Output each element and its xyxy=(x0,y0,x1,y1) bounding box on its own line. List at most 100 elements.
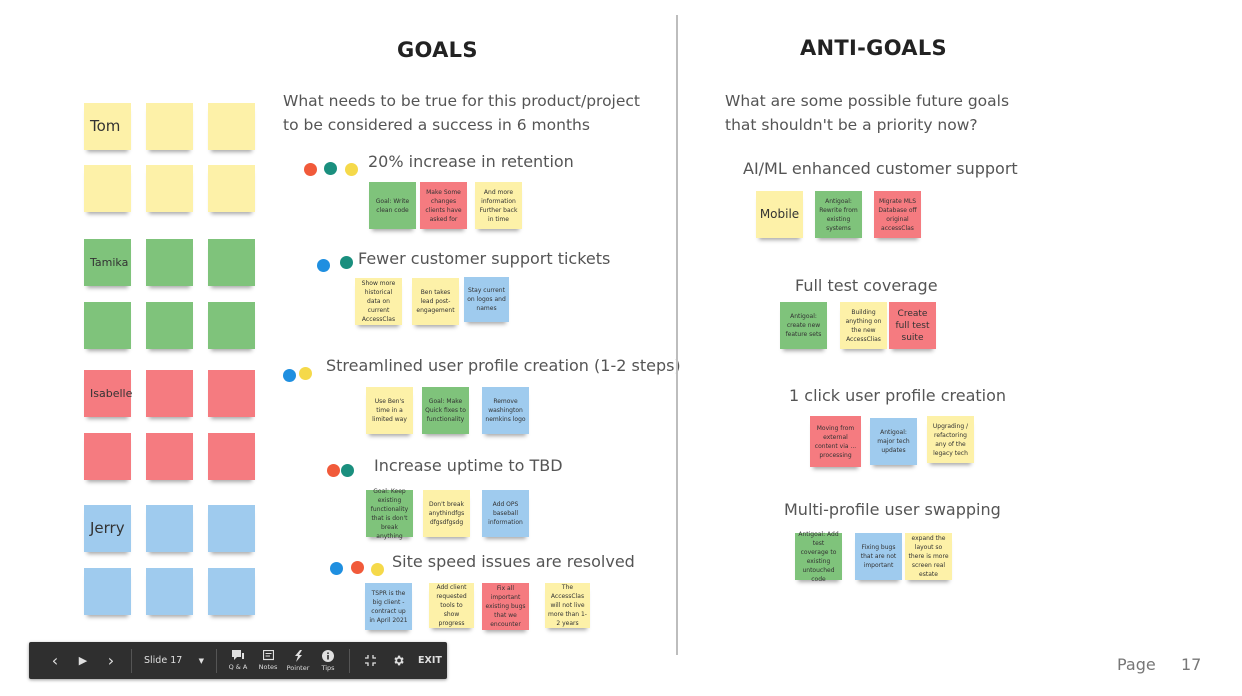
anti-goal-sticky[interactable]: Antigoal: Add test coverage to existing … xyxy=(795,531,842,583)
caret-down-icon: ▼ xyxy=(198,656,204,665)
anti-goal-sticky[interactable]: Building anything on the new AccessClias xyxy=(840,302,887,349)
roster-sticky-blank[interactable] xyxy=(146,370,193,417)
goal-sticky[interactable]: Remove washington nemkins logo xyxy=(482,387,529,434)
roster-name: Jerry xyxy=(90,519,125,537)
anti-goal-sticky[interactable]: Fixing bugs that are not important xyxy=(855,533,902,580)
notes-button[interactable]: Notes xyxy=(253,642,283,679)
goal-sticky[interactable]: Goal: Make Quick fixes to functionality xyxy=(422,387,469,434)
notes-icon xyxy=(262,650,274,661)
goal-heading: Streamlined user profile creation (1-2 s… xyxy=(326,356,681,375)
goal-sticky[interactable]: Fix all important existing bugs that we … xyxy=(482,583,529,630)
goals-prompt-line1: What needs to be true for this product/p… xyxy=(283,92,640,110)
roster-sticky-blank[interactable] xyxy=(84,165,131,212)
roster-sticky-jerry[interactable]: Jerry xyxy=(84,505,131,552)
goal-sticky[interactable]: Stay current on logos and names xyxy=(464,277,509,322)
chat-icon xyxy=(232,650,244,660)
anti-goal-sticky[interactable]: Moving from external content via ... pro… xyxy=(810,416,861,467)
anti-goal-sticky[interactable]: Antigoal: create new feature sets xyxy=(780,302,827,349)
page-number: 17 xyxy=(1181,655,1202,674)
roster-sticky-blank[interactable] xyxy=(208,239,255,286)
anti-goal-sticky[interactable]: Migrate MLS Database off original access… xyxy=(874,191,921,238)
priority-dot-red xyxy=(351,561,364,574)
goal-sticky[interactable]: Goal: Write clean code xyxy=(369,182,416,229)
anti-goal-sticky[interactable]: Create full test suite xyxy=(889,302,936,349)
presenter-toolbar: ‹ ▶ › Slide 17 ▼ Q & A Notes Pointer Tip… xyxy=(29,642,447,679)
slide-select-value: Slide 17 xyxy=(144,655,183,666)
roster-sticky-tamika[interactable]: Tamika xyxy=(84,239,131,286)
priority-dot-red xyxy=(304,163,317,176)
tips-label: Tips xyxy=(321,663,335,672)
roster-sticky-blank[interactable] xyxy=(208,433,255,480)
roster-name: Isabelle xyxy=(90,387,133,400)
anti-goals-title: ANTI-GOALS xyxy=(800,36,947,60)
tips-button[interactable]: Tips xyxy=(313,642,343,679)
goal-sticky[interactable]: Use Ben's time in a limited way xyxy=(366,387,413,434)
goal-sticky[interactable]: Add OPS baseball information xyxy=(482,490,529,537)
settings-button[interactable] xyxy=(384,642,412,679)
goal-heading: Site speed issues are resolved xyxy=(392,552,635,571)
goal-heading: Increase uptime to TBD xyxy=(374,456,563,475)
exit-fullscreen-button[interactable] xyxy=(356,642,384,679)
anti-goal-heading: 1 click user profile creation xyxy=(789,386,1007,405)
roster-sticky-blank[interactable] xyxy=(208,103,255,150)
chevron-left-icon: ‹ xyxy=(51,651,59,670)
laser-pointer-icon xyxy=(294,649,302,662)
roster-sticky-blank[interactable] xyxy=(146,505,193,552)
roster-sticky-blank[interactable] xyxy=(146,103,193,150)
goal-sticky[interactable]: The AccessClas will not live more than 1… xyxy=(545,583,590,628)
roster-sticky-blank[interactable] xyxy=(84,568,131,615)
qa-button[interactable]: Q & A xyxy=(223,642,253,679)
anti-goal-heading: Multi-profile user swapping xyxy=(784,500,1001,519)
toolbar-separator xyxy=(216,648,217,673)
priority-dot-yellow xyxy=(371,563,384,576)
pointer-button[interactable]: Pointer xyxy=(283,642,313,679)
anti-goals-prompt-line2: that shouldn't be a priority now? xyxy=(725,116,978,134)
priority-dot-yellow xyxy=(345,163,358,176)
priority-dot-red xyxy=(327,464,340,477)
priority-dot-teal xyxy=(341,464,354,477)
goal-sticky[interactable]: TSPR is the big client - contract up in … xyxy=(365,583,412,630)
goal-sticky[interactable]: Add client requested tools to show progr… xyxy=(429,583,474,628)
goal-sticky[interactable]: Make Some changes clients have asked for xyxy=(420,182,467,229)
roster-sticky-blank[interactable] xyxy=(84,302,131,349)
roster-sticky-blank[interactable] xyxy=(208,505,255,552)
priority-dot-blue xyxy=(283,369,296,382)
roster-sticky-blank[interactable] xyxy=(146,433,193,480)
anti-goals-prompt-line1: What are some possible future goals xyxy=(725,92,1010,110)
roster-sticky-blank[interactable] xyxy=(208,370,255,417)
section-divider xyxy=(676,15,678,655)
goal-sticky[interactable]: Don't break anythindfgs dfgsdfgsdg xyxy=(423,490,470,537)
roster-sticky-blank[interactable] xyxy=(208,302,255,349)
roster-sticky-blank[interactable] xyxy=(146,302,193,349)
roster-sticky-blank[interactable] xyxy=(84,433,131,480)
next-slide-button[interactable]: › xyxy=(97,642,125,679)
roster-sticky-blank[interactable] xyxy=(146,165,193,212)
goal-sticky[interactable]: And more information Further back in tim… xyxy=(475,182,522,229)
goal-heading: Fewer customer support tickets xyxy=(358,249,611,268)
page-label: Page xyxy=(1117,655,1156,674)
goal-sticky[interactable]: Ben takes lead post-engagement xyxy=(412,278,459,325)
anti-goal-sticky[interactable]: Antigoal: Rewrite from existing systems xyxy=(815,191,862,238)
play-button[interactable]: ▶ xyxy=(69,642,97,679)
roster-sticky-tom[interactable]: Tom xyxy=(84,103,131,150)
goals-prompt-line2: to be considered a success in 6 months xyxy=(283,116,590,134)
priority-dot-teal xyxy=(340,256,353,269)
anti-goal-sticky[interactable]: expand the layout so there is more scree… xyxy=(905,533,952,580)
priority-dot-blue xyxy=(330,562,343,575)
goal-sticky[interactable]: Show more historical data on current Acc… xyxy=(355,278,402,325)
roster-sticky-blank[interactable] xyxy=(208,165,255,212)
anti-goal-sticky[interactable]: Upgrading / refactoring any of the legac… xyxy=(927,416,974,463)
anti-goal-sticky[interactable]: Antigoal: major tech updates xyxy=(870,418,917,465)
roster-sticky-isabelle[interactable]: Isabelle xyxy=(84,370,133,417)
previous-slide-button[interactable]: ‹ xyxy=(41,642,69,679)
roster-sticky-blank[interactable] xyxy=(208,568,255,615)
exit-button[interactable]: EXIT xyxy=(418,655,442,666)
goal-sticky[interactable]: Goal: Keep existing functionality that i… xyxy=(366,488,413,540)
slide-select-dropdown[interactable]: Slide 17 ▼ xyxy=(138,655,210,666)
roster-sticky-blank[interactable] xyxy=(146,239,193,286)
roster-name: Tamika xyxy=(90,256,129,269)
anti-goal-sticky[interactable]: Mobile xyxy=(756,191,803,238)
roster-name: Tom xyxy=(90,117,121,135)
goal-heading: 20% increase in retention xyxy=(368,152,574,171)
roster-sticky-blank[interactable] xyxy=(146,568,193,615)
